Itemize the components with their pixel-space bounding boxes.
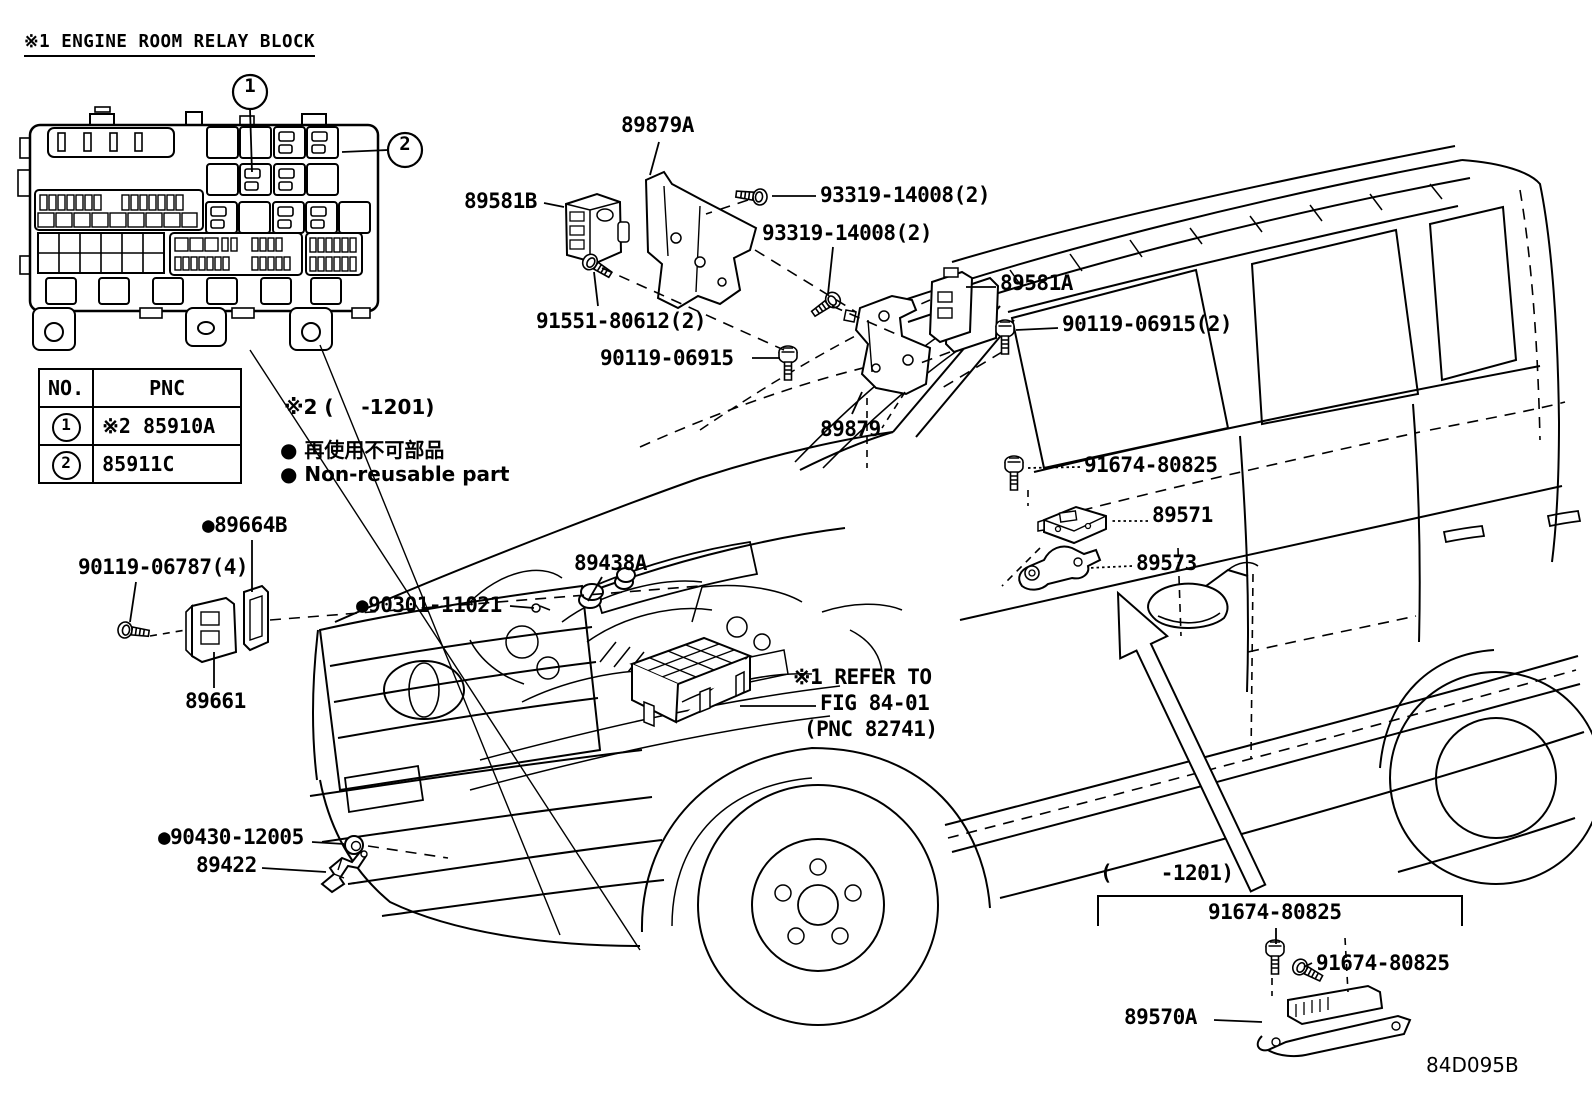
label-89581B: 89581B xyxy=(464,189,537,213)
label-refer-line1: ※1 REFER TO xyxy=(793,665,932,689)
callout-marks xyxy=(231,73,424,173)
row-pnc-value: ※2 85910A xyxy=(92,406,243,446)
label-89581A: 89581A xyxy=(1000,271,1073,295)
label-89879: 89879 xyxy=(820,417,881,441)
vehicle-art xyxy=(249,145,1592,1026)
label-refer-line3: (PNC 82741) xyxy=(804,717,938,741)
label-note-2: ※2 ( -1201) xyxy=(284,395,435,419)
label-93319-14008-a: 93319-14008(2) xyxy=(820,183,991,207)
label-89422: 89422 xyxy=(196,853,257,877)
col-header-pnc: PNC xyxy=(92,368,243,408)
label-89438A: 89438A xyxy=(574,551,647,575)
label-90119-06915: 90119-06915 xyxy=(600,346,734,370)
callout-1[interactable]: 1 xyxy=(244,75,256,97)
pnc-table: NO. PNC 1 ※2 85910A 2 85911C xyxy=(37,368,243,484)
relay-block-art xyxy=(17,106,380,351)
label-89879A: 89879A xyxy=(621,113,694,137)
label-89571: 89571 xyxy=(1152,503,1213,527)
diagram-title: ※1 ENGINE ROOM RELAY BLOCK xyxy=(24,33,316,58)
label-note-en: ● Non-reusable part xyxy=(280,462,510,486)
label-93319-14008-b: 93319-14008(2) xyxy=(762,221,933,245)
label-91674-80825-m: 91674-80825 xyxy=(1208,900,1342,924)
location-arrow xyxy=(1116,590,1267,893)
table-row: 1 ※2 85910A xyxy=(37,406,243,446)
label-91674-80825-t: 91674-80825 xyxy=(1084,453,1218,477)
label-note-jp: ● 再使用不可部品 xyxy=(280,438,445,462)
label-91551-80612: 91551-80612(2) xyxy=(536,309,707,333)
row-no-badge: 2 xyxy=(51,450,81,480)
label-84D095B: 84D095B xyxy=(1426,1053,1519,1077)
label-90119-06787: 90119-06787(4) xyxy=(78,555,249,579)
table-header-row: NO. PNC xyxy=(37,368,243,408)
leader-lines xyxy=(129,141,1463,1023)
label-89661: 89661 xyxy=(185,689,246,713)
label-89570A: 89570A xyxy=(1124,1005,1197,1029)
label-91674-80825-b: 91674-80825 xyxy=(1316,951,1450,975)
label-refer-line2: FIG 84-01 xyxy=(820,691,930,715)
label-range-1201: ( -1201) xyxy=(1100,861,1234,885)
engine-bay-relay-block xyxy=(629,636,753,728)
table-row: 2 85911C xyxy=(37,444,243,484)
row-no-badge: 1 xyxy=(51,412,81,442)
row-pnc-value: 85911C xyxy=(92,444,243,484)
parts-art xyxy=(115,170,1412,1058)
label-90430-12005: ●90430-12005 xyxy=(158,825,304,849)
col-header-no: NO. xyxy=(37,368,95,408)
label-89573: 89573 xyxy=(1136,551,1197,575)
callout-2[interactable]: 2 xyxy=(399,133,411,155)
label-90301-11021: ●90301-11021 xyxy=(356,593,502,617)
label-89664B: ●89664B xyxy=(202,513,288,537)
label-90119-06915-2: 90119-06915(2) xyxy=(1062,312,1233,336)
